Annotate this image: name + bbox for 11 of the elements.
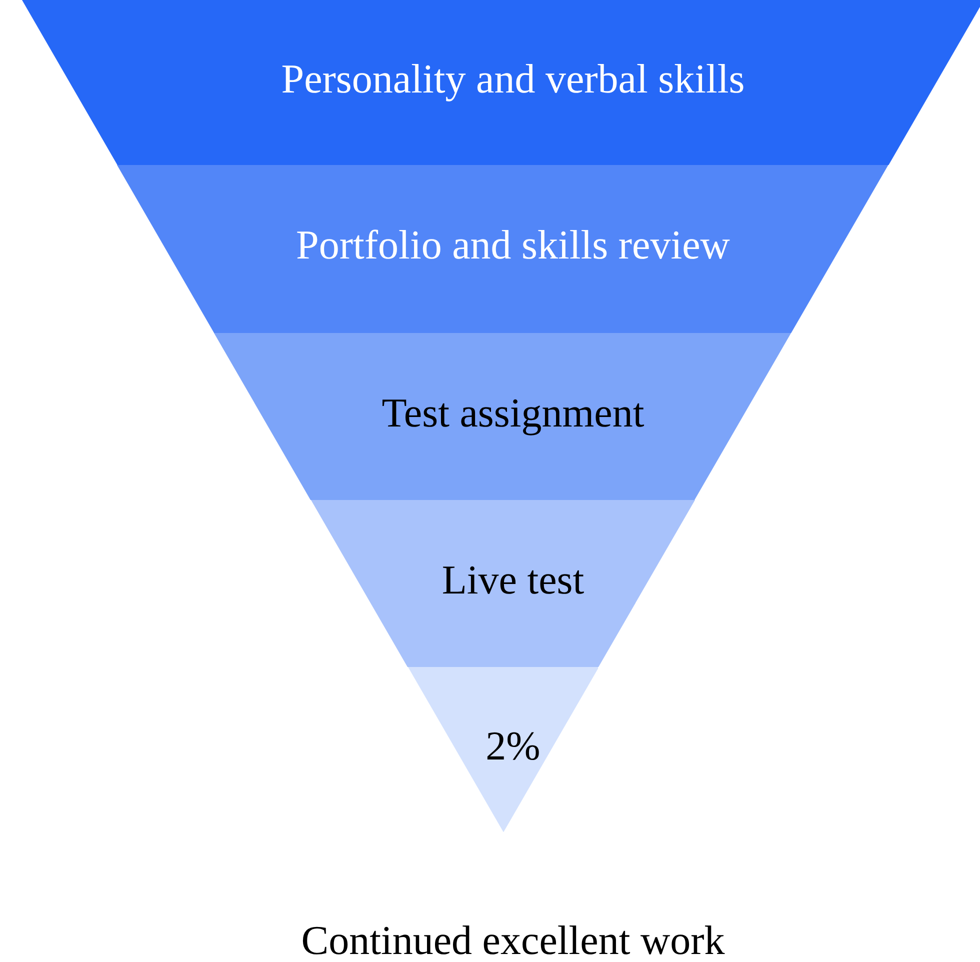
funnel-band [311,500,695,667]
stage-label: 2% [486,722,540,768]
stage-label: Live test [442,556,584,602]
stage-label: Test assignment [382,390,644,436]
stage-label: Personality and verbal skills [281,56,745,102]
outcome-label: Continued excellent work [301,918,725,962]
funnel-tip [408,667,598,832]
funnel-band [22,0,980,165]
funnel-band [214,333,792,500]
stage-label: Portfolio and skills review [296,222,730,268]
funnel-band [117,165,889,333]
